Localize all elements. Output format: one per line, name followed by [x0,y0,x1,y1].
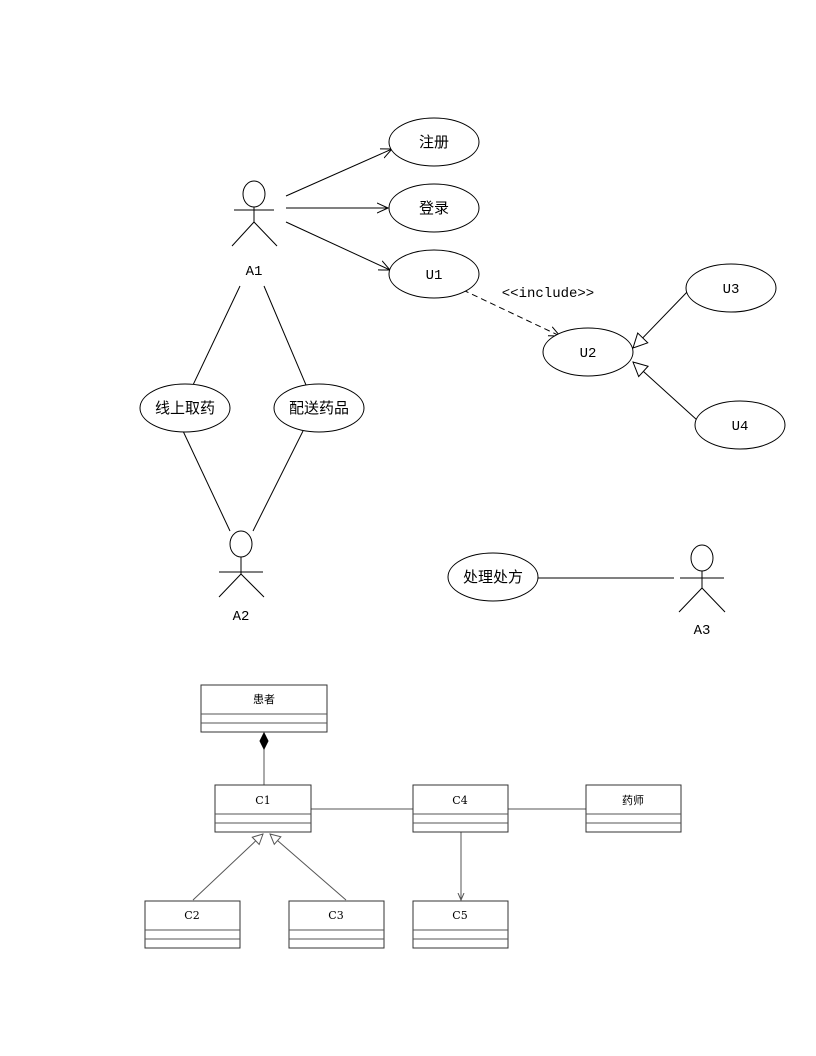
use-case-login: 登录 [388,183,480,233]
generalization-u4-u2 [633,362,698,421]
actor-a2-leg-right [240,573,265,598]
use-case-pickup: 线上取药 [139,383,231,433]
use-case-diagram: A1 A2 A3 [139,117,786,639]
assoc-a1-register [285,149,392,197]
svg-text:C2: C2 [184,909,199,922]
actor-a3-label: A3 [694,623,711,639]
assoc-a1-u1 [285,221,390,270]
actor-a1: A1 [231,180,278,280]
include-stereotype-label: <<include>> [502,286,594,302]
assoc-a1-pickup [192,285,241,386]
assoc-a1-delivery [263,285,307,386]
generalization-u3-u2 [633,289,690,348]
use-case-delivery: 配送药品 [273,383,365,433]
svg-text:患者: 患者 [253,693,275,706]
use-case-prescription: 处理处方 [447,552,539,602]
actor-a1-leg-left [231,221,255,247]
actor-a1-leg-right [253,221,278,247]
class-c1: C1 [214,784,312,833]
use-case-u1: U1 [388,249,480,299]
actor-a2-leg-left [218,573,242,598]
include-u1-u2 [462,289,560,336]
svg-text:C3: C3 [328,909,343,922]
class-diagram: 患者 C1 C4 药师 C2 [144,684,682,949]
use-case-u2: U2 [542,327,634,377]
actor-a2-head [229,530,253,558]
generalization-c3-c1 [270,834,347,901]
class-c4: C4 [412,784,509,833]
svg-text:U3: U3 [723,282,740,298]
svg-text:U1: U1 [426,268,443,284]
class-c2: C2 [144,900,241,949]
actor-a1-label: A1 [246,264,263,280]
svg-text:U4: U4 [732,419,749,435]
svg-text:C5: C5 [452,909,467,922]
svg-text:注册: 注册 [419,133,449,151]
generalization-c2-c1 [192,834,263,901]
composition-diamond-icon [259,731,269,751]
use-case-u4: U4 [694,400,786,450]
actor-a3-leg-left [678,587,703,613]
svg-text:C4: C4 [452,794,467,807]
class-patient: 患者 [200,684,328,733]
svg-text:U2: U2 [580,346,597,362]
svg-text:处理处方: 处理处方 [463,568,523,586]
actor-a3-leg-right [701,587,726,613]
actor-a3: A3 [678,544,726,639]
class-c5: C5 [412,900,509,949]
actor-a2-label: A2 [233,609,250,625]
svg-text:C1: C1 [255,794,270,807]
actor-a3-head [690,544,714,572]
assoc-pickup-a2 [182,430,231,532]
class-pharmacist: 药师 [585,784,682,833]
svg-text:药师: 药师 [622,794,644,807]
svg-text:配送药品: 配送药品 [289,399,349,417]
use-case-register: 注册 [388,117,480,167]
use-case-u3: U3 [685,263,777,313]
class-c3: C3 [288,900,385,949]
actor-a1-head [242,180,266,208]
svg-text:线上取药: 线上取药 [155,399,215,417]
assoc-delivery-a2 [252,430,304,532]
svg-text:登录: 登录 [419,199,449,217]
actor-a2: A2 [218,530,265,625]
